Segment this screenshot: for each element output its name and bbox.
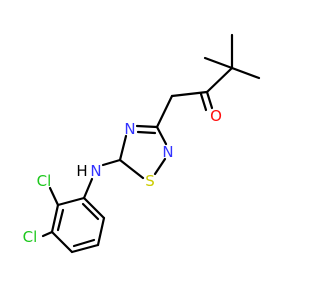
bond-carbonyl-ch2 (170, 90, 209, 98)
bond-ph-c6-c1 (82, 196, 106, 220)
bond-n2-c3 (155, 125, 168, 146)
bond-c5-s1 (118, 158, 145, 180)
bond-n4-c5 (118, 134, 128, 162)
atom-label-ring-n4: N (124, 120, 135, 138)
structure-canvas: O N N S N H Cl Cl (23, 33, 261, 254)
bond-s1-n2 (153, 157, 167, 176)
molecule-drawing: O N N S N H Cl Cl (23, 33, 261, 254)
bond-ph-c2-c3 (50, 203, 60, 234)
atom-label-amine-nitrogen: N (90, 162, 101, 180)
bond-ph-c4-c5-inner (72, 238, 96, 248)
atom-label-chlorine-bottom: Cl (23, 228, 38, 246)
bond-c3-n4-a (135, 124, 159, 129)
bond-nh-phenyl (82, 177, 94, 200)
bond-c5-nh (101, 158, 122, 167)
bond-c2-cl (48, 186, 60, 207)
bond-tbutyl-carbonyl (205, 66, 234, 94)
bond-carbonyl-o-a (205, 90, 214, 110)
bond-tbutyl-methyl-3 (203, 56, 234, 70)
bond-ph-c3-c4 (50, 230, 74, 254)
atom-label-chlorine-top: Cl (37, 172, 52, 190)
bond-c3-cl (41, 230, 54, 238)
bond-ph-c4-c5 (70, 243, 100, 254)
atom-label-carbonyl-oxygen: O (210, 107, 222, 125)
atom-label-ring-n2: N (162, 143, 173, 161)
atom-label-amine-hydrogen: H (76, 162, 87, 180)
atom-label-ring-sulfur: S (145, 172, 155, 190)
bond-ph-c6-c1-inner (81, 202, 100, 221)
bond-ph-c3-c3-inner (56, 208, 65, 232)
bond-ch2-c3 (155, 94, 174, 129)
bond-carbonyl-o-b (199, 92, 208, 112)
bond-ph-c5-c6 (96, 216, 106, 247)
bond-ph-c1-c2 (56, 196, 86, 207)
bond-tbutyl-methyl-2 (230, 66, 261, 80)
bond-c3-n4-b (136, 130, 157, 135)
